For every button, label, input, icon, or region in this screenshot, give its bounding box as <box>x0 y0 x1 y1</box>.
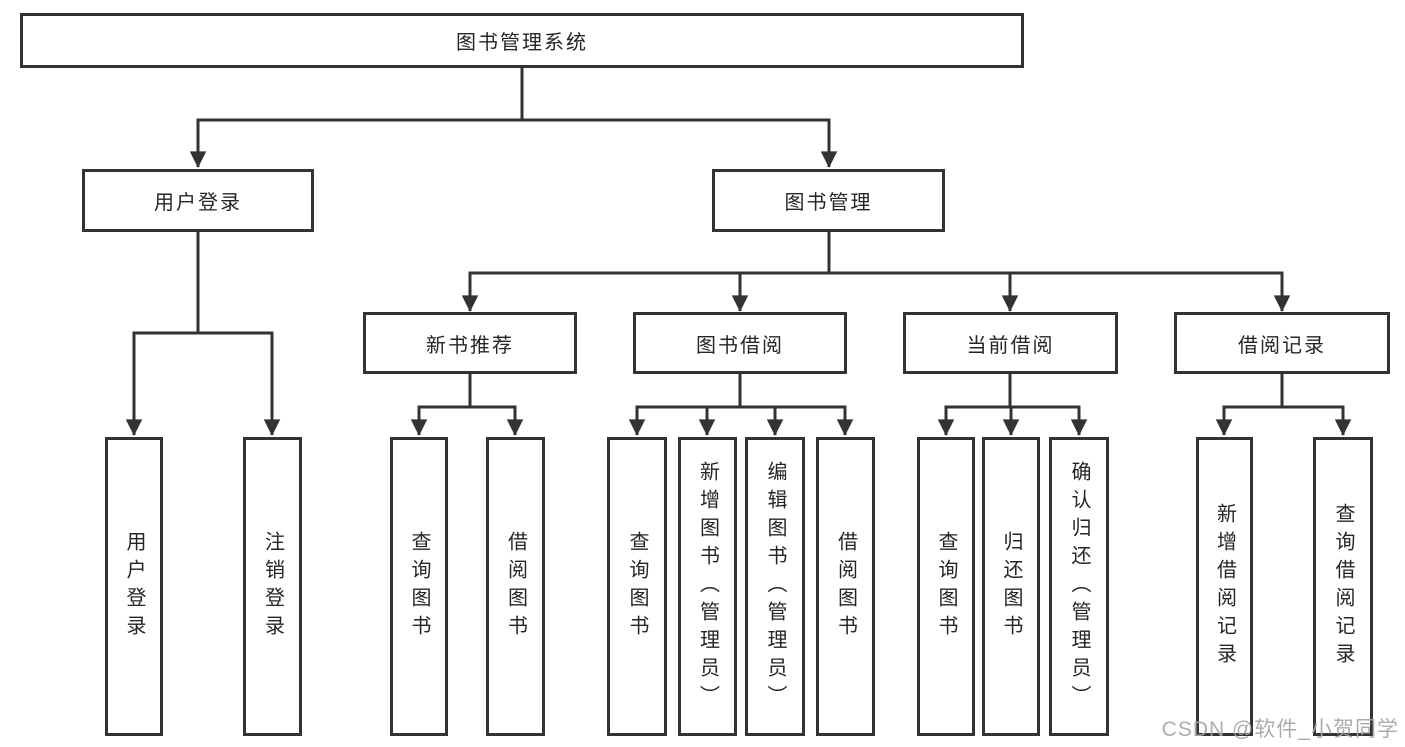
leaf-add-books-admin-label: 新增图书（管理员） <box>696 460 719 713</box>
node-borrowing-records: 借阅记录 <box>1174 312 1390 374</box>
node-book-management: 图书管理 <box>712 169 945 232</box>
leaf-logout: 注销登录 <box>243 437 302 736</box>
leaf-query-books-borrowing: 查询图书 <box>607 437 667 736</box>
node-current-borrowing: 当前借阅 <box>903 312 1118 374</box>
leaf-user-login: 用户登录 <box>105 437 163 736</box>
leaf-query-books-recommend-label: 查询图书 <box>408 530 430 643</box>
leaf-edit-books-admin-label: 编辑图书（管理员） <box>764 460 786 713</box>
leaf-borrow-books-recommend-label: 借阅图书 <box>504 530 527 643</box>
node-user-login: 用户登录 <box>82 169 314 232</box>
leaf-add-books-admin: 新增图书（管理员） <box>678 437 737 736</box>
csdn-watermark: CSDN @软件_小贺同学 <box>1161 718 1399 741</box>
leaf-confirm-return-admin-label: 确认归还（管理员） <box>1068 460 1090 713</box>
leaf-query-books-recommend: 查询图书 <box>390 437 448 736</box>
node-new-book-recommendation: 新书推荐 <box>363 312 577 374</box>
leaf-query-books-current-label: 查询图书 <box>935 530 957 643</box>
leaf-query-borrow-record: 查询借阅记录 <box>1313 437 1373 736</box>
leaf-add-borrow-record: 新增借阅记录 <box>1196 437 1253 736</box>
leaf-borrow-books-borrowing-label: 借阅图书 <box>834 530 857 643</box>
leaf-query-books-borrowing-label: 查询图书 <box>626 530 648 643</box>
leaf-return-books-label: 归还图书 <box>1000 530 1022 643</box>
leaf-borrow-books-recommend: 借阅图书 <box>486 437 545 736</box>
leaf-edit-books-admin: 编辑图书（管理员） <box>745 437 805 736</box>
leaf-query-borrow-record-label: 查询借阅记录 <box>1332 502 1354 671</box>
leaf-confirm-return-admin: 确认归还（管理员） <box>1049 437 1109 736</box>
node-book-borrowing: 图书借阅 <box>633 312 847 374</box>
leaf-return-books: 归还图书 <box>982 437 1040 736</box>
leaf-logout-label: 注销登录 <box>261 530 284 643</box>
leaf-user-login-label: 用户登录 <box>123 530 145 643</box>
leaf-borrow-books-borrowing: 借阅图书 <box>816 437 875 736</box>
leaf-query-books-current: 查询图书 <box>917 437 975 736</box>
leaf-add-borrow-record-label: 新增借阅记录 <box>1213 502 1236 671</box>
node-library-management-system: 图书管理系统 <box>20 13 1024 68</box>
